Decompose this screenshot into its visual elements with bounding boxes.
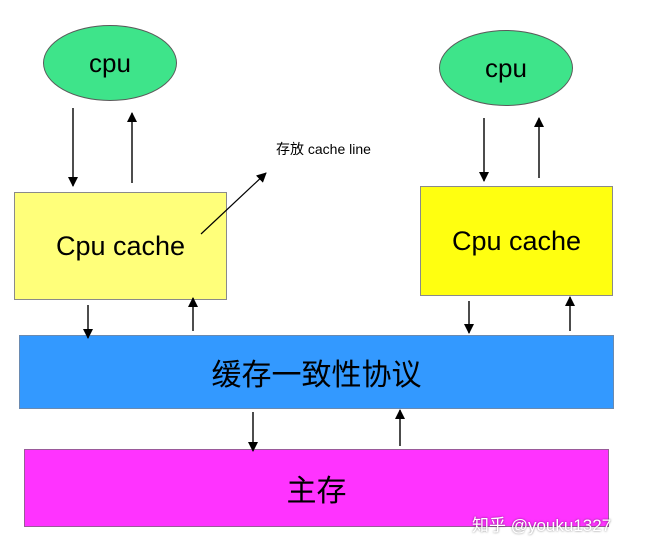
cpu-cache-right: Cpu cache: [420, 186, 613, 296]
cache-coherence-protocol-bar: 缓存一致性协议: [19, 335, 614, 409]
cpu-right-label: cpu: [485, 52, 527, 83]
cpu-node-right: cpu: [439, 30, 573, 106]
zhihu-watermark: 知乎 @youku1327: [472, 516, 612, 535]
cpu-cache-left: Cpu cache: [14, 192, 227, 300]
cpu-node-left: cpu: [43, 25, 177, 101]
cache-line-annotation: 存放 cache line: [276, 141, 371, 157]
cpu-left-label: cpu: [89, 47, 131, 78]
cpu-cache-right-label: Cpu cache: [451, 225, 582, 256]
memory-label: 主存: [286, 475, 347, 508]
protocol-label: 缓存一致性协议: [211, 359, 422, 392]
cpu-cache-left-label: Cpu cache: [55, 230, 186, 261]
main-memory-bar: 主存: [24, 449, 609, 527]
